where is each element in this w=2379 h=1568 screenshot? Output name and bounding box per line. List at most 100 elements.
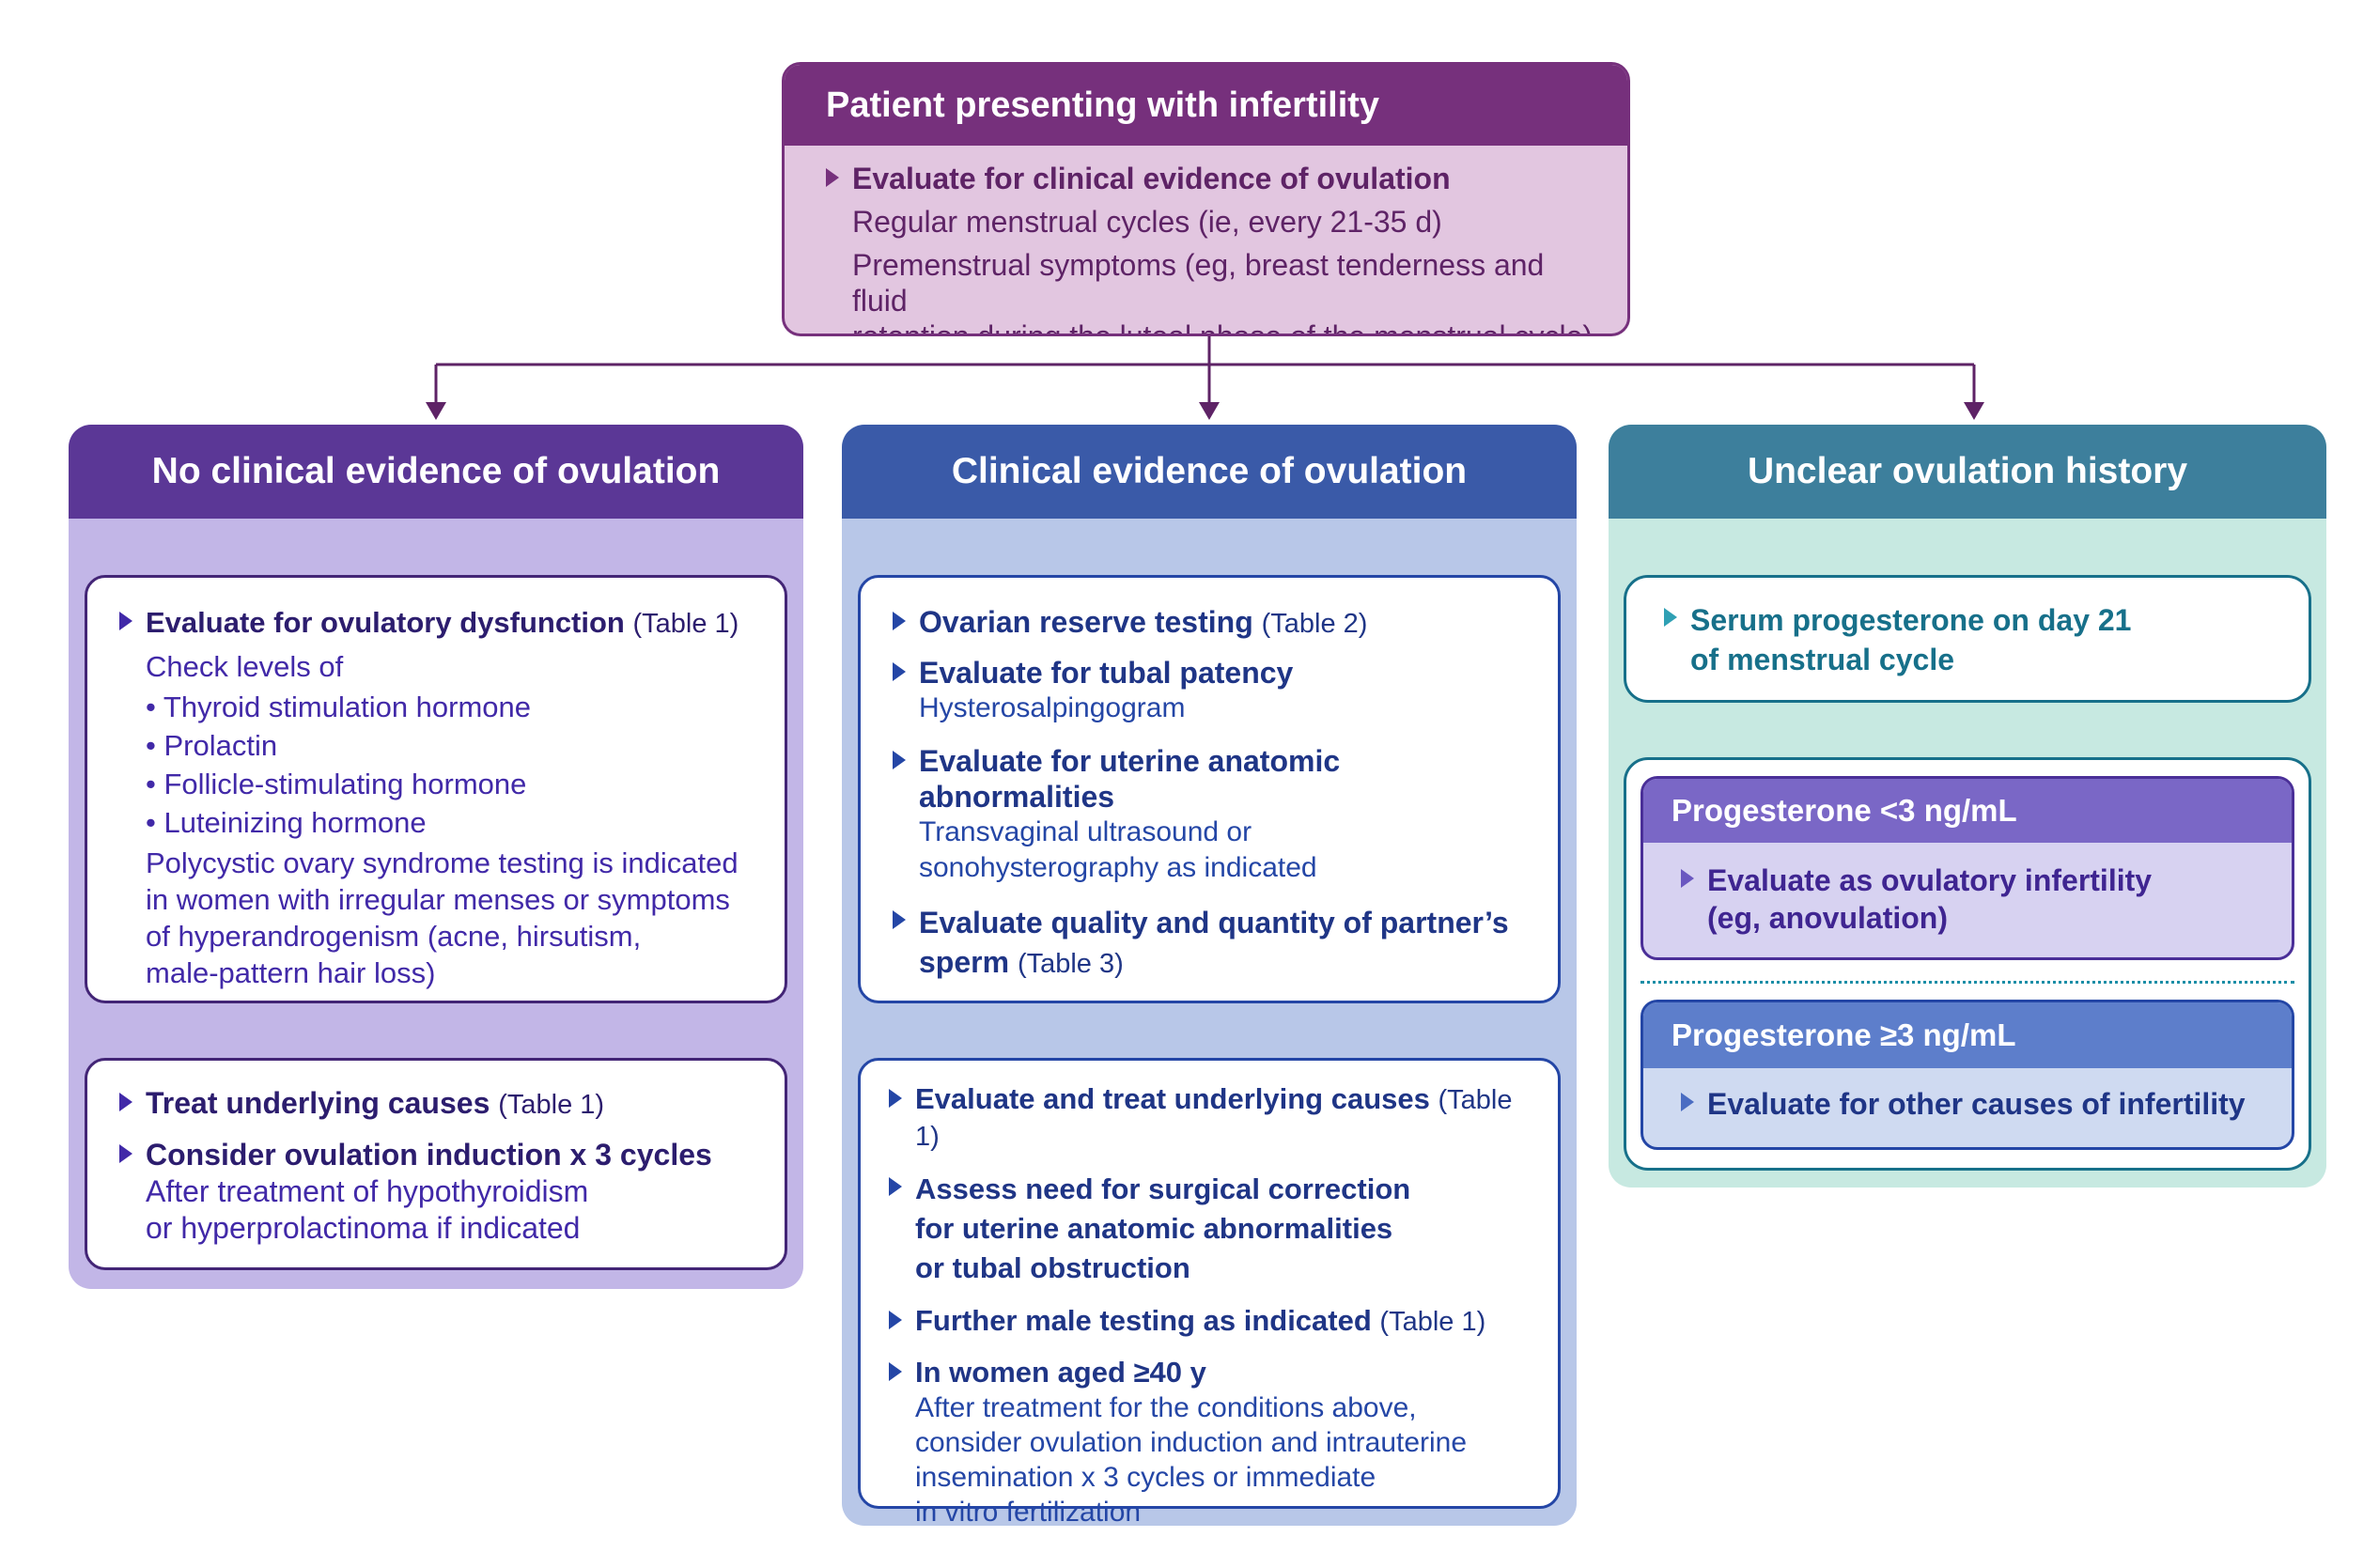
triangle-bullet-icon: [889, 1177, 902, 1196]
top-item-title: Evaluate for clinical evidence of ovulat…: [852, 162, 1451, 195]
col2-uterine-title: Evaluate for uterine anatomic abnormalit…: [919, 744, 1341, 814]
top-box: Patient presenting with infertility Eval…: [782, 62, 1630, 336]
progesterone-low-title: Progesterone <3 ng/mL: [1672, 793, 2017, 828]
progesterone-low-line-1: Evaluate as ovulatory infertility: [1707, 863, 2153, 897]
top-item-line-1: Regular menstrual cycles (ie, every 21-3…: [852, 205, 1442, 239]
progesterone-high-header: Progesterone ≥3 ng/mL: [1643, 1002, 2292, 1068]
triangle-bullet-icon: [889, 1089, 902, 1108]
col2-ovarian-title: Ovarian reserve testing: [919, 605, 1253, 639]
col2-uterine-item: Evaluate for uterine anatomic abnormalit…: [893, 743, 1539, 886]
col1-evaluate-ref: (Table 1): [632, 609, 739, 639]
top-box-item: Evaluate for clinical evidence of ovulat…: [826, 161, 1596, 336]
top-box-title: Patient presenting with infertility: [826, 85, 1380, 125]
col2-age-title: In women aged ≥40 y: [915, 1356, 1206, 1389]
progesterone-high-item: Evaluate for other causes of infertility: [1681, 1085, 2292, 1123]
col2-box-testing: Ovarian reserve testing (Table 2) Evalua…: [858, 575, 1561, 1003]
col2-ovarian-ref: (Table 2): [1261, 609, 1368, 639]
col1-treat-title: Treat underlying causes: [146, 1086, 490, 1120]
col1-bullet-1: • Thyroid stimulation hormone: [146, 691, 532, 723]
triangle-bullet-icon: [893, 612, 906, 630]
col2-age-item: In women aged ≥40 y After treatment for …: [889, 1355, 1543, 1529]
col2-treat-ref: (Table 1): [915, 1085, 1513, 1152]
col1-box-treat: Treat underlying causes (Table 1) Consid…: [85, 1058, 787, 1270]
col2-surgical-line-2: for uterine anatomic abnormalities: [915, 1212, 1393, 1245]
col2-uterine-sub-1: Transvaginal ultrasound or: [919, 816, 1252, 847]
progesterone-low-header: Progesterone <3 ng/mL: [1643, 779, 2292, 843]
col2-male-title: Further male testing as indicated: [915, 1304, 1372, 1337]
triangle-bullet-icon: [119, 1093, 132, 1111]
column-no-ovulation-title: No clinical evidence of ovulation: [151, 451, 721, 491]
col2-sperm-title-1: Evaluate quality and quantity of partner…: [919, 906, 1509, 939]
top-box-body: Evaluate for clinical evidence of ovulat…: [826, 161, 1596, 336]
progesterone-high-body: Evaluate for other causes of infertility: [1681, 1085, 2292, 1123]
col2-age-sub-3: insemination x 3 cycles or immediate: [915, 1462, 1376, 1493]
triangle-bullet-icon: [826, 168, 839, 187]
progesterone-low-line-2: (eg, anovulation): [1707, 901, 1948, 935]
col1-induction-title: Consider ovulation induction x 3 cycles: [146, 1138, 712, 1172]
col3-box-serum: Serum progesterone on day 21 of menstrua…: [1624, 575, 2311, 703]
col2-box-treat: Evaluate and treat underlying causes (Ta…: [858, 1058, 1561, 1528]
col2-male-ref: (Table 1): [1379, 1307, 1486, 1337]
column-unclear-header: Unclear ovulation history: [1609, 425, 2326, 519]
col2-tubal-item: Evaluate for tubal patency Hysterosalpin…: [893, 655, 1539, 726]
column-no-ovulation-header: No clinical evidence of ovulation: [69, 425, 803, 519]
col1-pcos-line-4: male-pattern hair loss): [146, 956, 436, 989]
col1-bullet-3: • Follicle-stimulating hormone: [146, 768, 527, 800]
triangle-bullet-icon: [889, 1362, 902, 1381]
triangle-bullet-icon: [1681, 1093, 1694, 1111]
triangle-bullet-icon: [119, 612, 132, 630]
triangle-bullet-icon: [1681, 869, 1694, 888]
column-ovulation-title: Clinical evidence of ovulation: [951, 451, 1468, 491]
triangle-bullet-icon: [893, 662, 906, 681]
col2-ovarian-item: Ovarian reserve testing (Table 2): [893, 604, 1539, 642]
triangle-bullet-icon: [119, 1144, 132, 1163]
top-item-line-3: retention during the luteal phase of the…: [852, 319, 1594, 336]
col2-treat-item: Evaluate and treat underlying causes (Ta…: [889, 1081, 1543, 1155]
col3-serum-item: Serum progesterone on day 21 of menstrua…: [1664, 600, 2290, 679]
col2-surgical-line-3: or tubal obstruction: [915, 1251, 1190, 1284]
col1-bullet-4: • Luteinizing hormone: [146, 806, 427, 839]
top-item-line-2: Premenstrual symptoms (eg, breast tender…: [852, 248, 1545, 318]
col2-surgical-item: Assess need for surgical correction for …: [889, 1170, 1543, 1288]
col1-bullet-2: • Prolactin: [146, 729, 278, 762]
progesterone-high-box: Progesterone ≥3 ng/mL Evaluate for other…: [1640, 1000, 2294, 1150]
col3-serum-line-2: of menstrual cycle: [1690, 643, 1954, 676]
col1-induction-line-1: After treatment of hypothyroidism: [146, 1174, 589, 1208]
col1-evaluate-title: Evaluate for ovulatory dysfunction: [146, 606, 625, 639]
col2-sperm-item: Evaluate quality and quantity of partner…: [893, 903, 1539, 984]
col2-sperm-ref: (Table 3): [1017, 949, 1124, 979]
triangle-bullet-icon: [893, 751, 906, 769]
top-box-header: Patient presenting with infertility: [785, 65, 1627, 146]
col1-evaluate-item: Evaluate for ovulatory dysfunction (Tabl…: [119, 604, 762, 991]
col1-check-levels: Check levels of: [146, 650, 344, 683]
triangle-bullet-icon: [889, 1311, 902, 1329]
progesterone-low-box: Progesterone <3 ng/mL Evaluate as ovulat…: [1640, 776, 2294, 960]
dotted-divider: [1640, 981, 2294, 984]
col1-treat-item: Treat underlying causes (Table 1): [119, 1085, 762, 1124]
progesterone-high-text: Evaluate for other causes of infertility: [1707, 1087, 2246, 1121]
progesterone-low-item: Evaluate as ovulatory infertility (eg, a…: [1681, 862, 2282, 937]
col1-induction-line-2: or hyperprolactinoma if indicated: [146, 1211, 581, 1245]
col1-pcos-line-1: Polycystic ovary syndrome testing is ind…: [146, 846, 739, 879]
col2-uterine-sub-2: sonohysterography as indicated: [919, 852, 1317, 883]
col2-treat-title: Evaluate and treat underlying causes: [915, 1082, 1430, 1115]
progesterone-high-title: Progesterone ≥3 ng/mL: [1672, 1017, 2016, 1052]
column-unclear-title: Unclear ovulation history: [1747, 451, 2188, 491]
triangle-bullet-icon: [1664, 608, 1677, 627]
col1-induction-item: Consider ovulation induction x 3 cycles …: [119, 1137, 762, 1247]
col2-age-sub-1: After treatment for the conditions above…: [915, 1392, 1417, 1423]
col2-age-sub-4: in vitro fertilization: [915, 1497, 1142, 1528]
column-ovulation-header: Clinical evidence of ovulation: [842, 425, 1577, 519]
col1-box-evaluate: Evaluate for ovulatory dysfunction (Tabl…: [85, 575, 787, 1003]
col1-pcos-line-3: of hyperandrogenism (acne, hirsutism,: [146, 920, 642, 953]
col2-male-item: Further male testing as indicated (Table…: [889, 1303, 1543, 1340]
col2-tubal-title: Evaluate for tubal patency: [919, 656, 1294, 690]
col2-tubal-sub: Hysterosalpingogram: [919, 692, 1186, 723]
col2-surgical-line-1: Assess need for surgical correction: [915, 1172, 1411, 1205]
col1-pcos-line-2: in women with irregular menses or sympto…: [146, 883, 730, 916]
col3-serum-line-1: Serum progesterone on day 21: [1690, 603, 2132, 637]
triangle-bullet-icon: [893, 910, 906, 929]
col2-sperm-title-2: sperm: [919, 945, 1010, 979]
progesterone-low-body: Evaluate as ovulatory infertility (eg, a…: [1681, 862, 2282, 937]
col1-treat-ref: (Table 1): [498, 1090, 605, 1120]
